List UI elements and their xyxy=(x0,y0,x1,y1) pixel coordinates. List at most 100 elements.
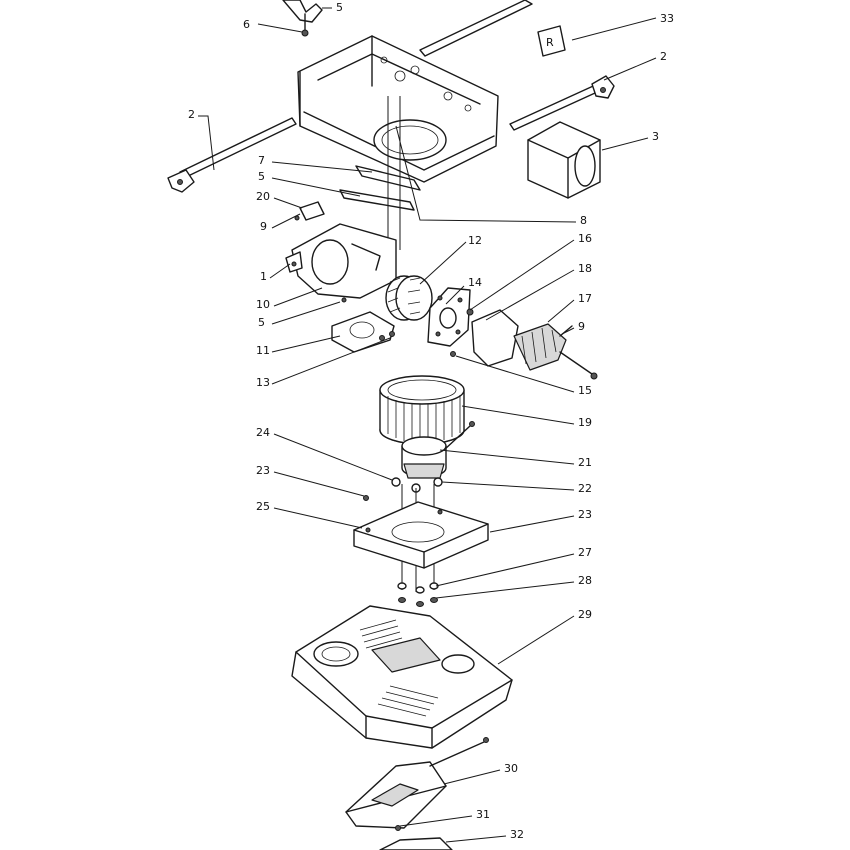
part-number-label: 22 xyxy=(578,482,592,495)
hanger-bar-left xyxy=(167,117,297,193)
leader-line xyxy=(601,137,649,151)
callout-p23b: 23 xyxy=(489,508,592,533)
svg-text:R: R xyxy=(546,36,554,49)
part-number-label: 3 xyxy=(652,130,659,143)
callout-p2a: 2 xyxy=(188,108,215,171)
blower-scroll xyxy=(285,223,397,299)
leader-line xyxy=(485,269,575,321)
part-number-label: 24 xyxy=(256,426,270,439)
callout-p5b: 5 xyxy=(258,170,361,197)
part-number-label: 6 xyxy=(243,18,250,31)
leader-line xyxy=(497,615,575,665)
leader-line xyxy=(419,241,467,285)
hanger-bar-top xyxy=(419,0,533,57)
part-number-label: 5 xyxy=(258,316,265,329)
blower-wheel xyxy=(379,375,465,445)
motor-plate xyxy=(427,287,471,347)
part-number-label: 2 xyxy=(660,50,667,63)
motor-assembly xyxy=(450,308,598,380)
part-number-label: 18 xyxy=(578,262,592,275)
hanger-bar-right xyxy=(509,75,615,131)
leader-line xyxy=(561,327,575,335)
part-number-label: 8 xyxy=(580,214,587,227)
leader-line xyxy=(273,471,365,497)
part-number-label: 14 xyxy=(468,276,482,289)
leader-line xyxy=(547,299,575,323)
leader-line xyxy=(273,287,323,307)
callout-p1: 1 xyxy=(260,263,291,283)
leader-line xyxy=(271,337,391,385)
callout-p25: 25 xyxy=(256,500,363,529)
part-number-label: 15 xyxy=(578,384,592,397)
callout-p17: 17 xyxy=(547,292,592,323)
leader-line xyxy=(271,161,373,173)
part-number-label: 5 xyxy=(258,170,265,183)
part-number-label: 23 xyxy=(578,508,592,521)
part-number-label: 31 xyxy=(476,808,490,821)
part-number-label: 25 xyxy=(256,500,270,513)
motor-mounting-plate xyxy=(353,501,489,569)
part-callouts: 1223555678991011121314151617181920212223… xyxy=(188,1,674,843)
callout-p24: 24 xyxy=(256,426,393,481)
leader-line xyxy=(271,213,301,229)
leader-line xyxy=(455,355,575,393)
part-number-label: 1 xyxy=(260,270,267,283)
callout-p31: 31 xyxy=(399,808,490,827)
leader-line xyxy=(273,507,363,529)
callout-p21: 21 xyxy=(439,449,592,469)
callout-p30: 30 xyxy=(443,762,518,785)
leader-line xyxy=(273,197,303,209)
part-number-label: 12 xyxy=(468,234,482,247)
duct-connector xyxy=(527,121,601,199)
leader-line xyxy=(443,769,501,785)
callout-p11: 11 xyxy=(256,335,341,357)
leader-line xyxy=(489,515,575,533)
light-housing xyxy=(345,737,489,831)
callout-p9b: 9 xyxy=(561,320,585,335)
leader-line xyxy=(273,433,393,481)
callout-p27: 27 xyxy=(435,546,592,587)
callout-p5c: 5 xyxy=(258,301,341,329)
wire-clip xyxy=(294,201,325,221)
callout-p32: 32 xyxy=(445,828,524,843)
part-number-label: 20 xyxy=(256,190,270,203)
part-number-label: 28 xyxy=(578,574,592,587)
part-number-label: 30 xyxy=(504,762,518,775)
leader-line xyxy=(435,553,575,587)
callout-p28: 28 xyxy=(435,574,592,599)
part-number-label: 21 xyxy=(578,456,592,469)
leader-line xyxy=(469,239,575,311)
motor-mount xyxy=(331,297,395,353)
callout-p10: 10 xyxy=(256,287,323,311)
leader-line xyxy=(445,835,507,843)
part-number-label: 2 xyxy=(188,108,195,121)
exploded-drawing: R xyxy=(167,0,615,850)
part-number-label: 17 xyxy=(578,292,592,305)
part-number-label: 10 xyxy=(256,298,270,311)
leader-line xyxy=(445,285,465,305)
leader-line xyxy=(198,115,215,171)
callout-p22: 22 xyxy=(441,481,592,495)
callout-p3: 3 xyxy=(601,130,659,151)
part-number-label: 27 xyxy=(578,546,592,559)
top-hanger-bracket xyxy=(282,0,323,37)
mounting-nuts xyxy=(397,582,439,607)
leader-line xyxy=(395,125,577,223)
callout-p29: 29 xyxy=(497,608,592,665)
leader-line xyxy=(571,17,657,41)
decorative-grille xyxy=(291,605,513,749)
callout-p19: 19 xyxy=(461,405,592,429)
leader-line xyxy=(269,263,291,279)
callout-p7: 7 xyxy=(258,154,373,173)
part-number-label: 16 xyxy=(578,232,592,245)
part-number-label: 7 xyxy=(258,154,265,167)
part-number-label: 33 xyxy=(660,12,674,25)
leader-line xyxy=(271,335,341,353)
leader-line xyxy=(271,177,361,197)
part-number-label: 5 xyxy=(336,1,343,14)
fan-motor xyxy=(401,421,475,479)
part-number-label: 23 xyxy=(256,464,270,477)
leader-line xyxy=(257,23,303,33)
light-lens xyxy=(379,837,453,850)
